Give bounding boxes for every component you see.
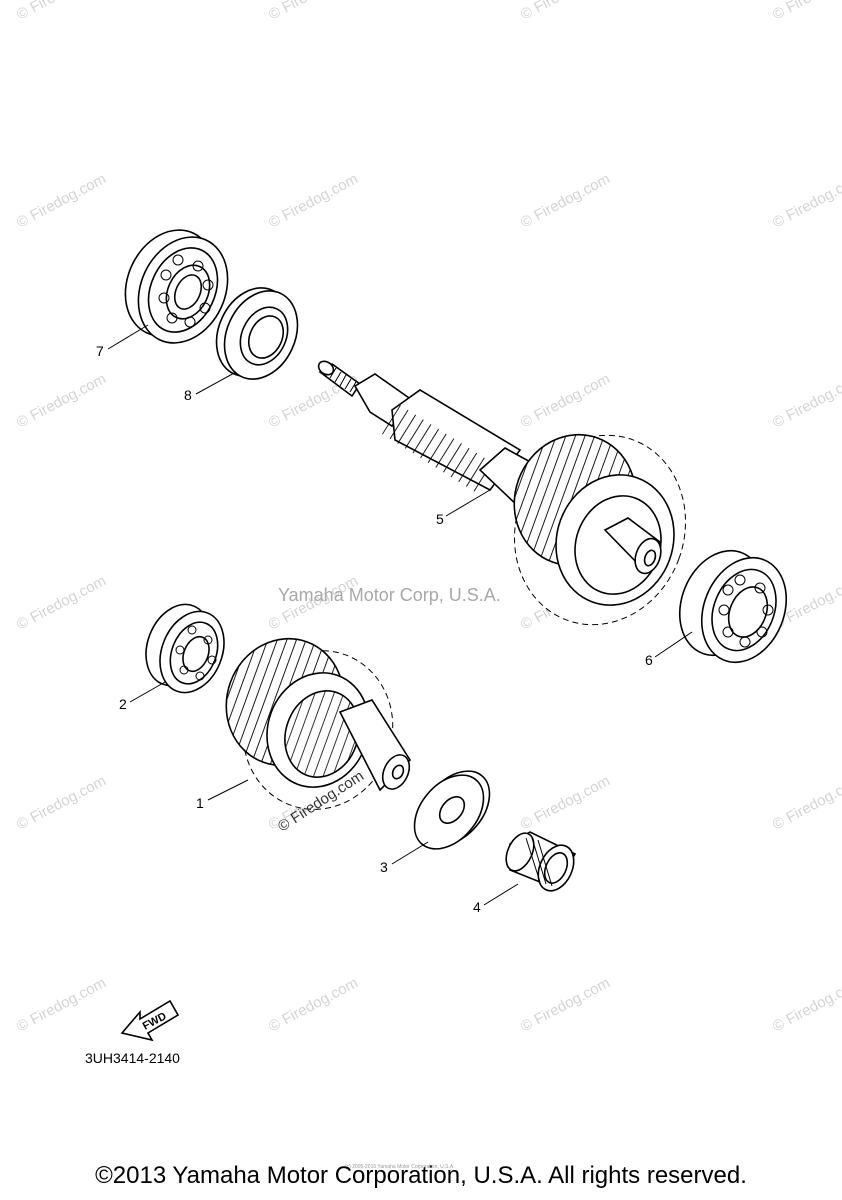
part-1-gear[interactable] [209, 622, 415, 830]
callout-7[interactable]: 7 [96, 343, 104, 359]
watermark-text: © Firedog.com [518, 170, 613, 231]
watermark-text: © Firedog.com [518, 370, 613, 431]
watermark-text: © Firedog.com [770, 370, 842, 431]
watermark-text: © Firedog.com [14, 974, 109, 1035]
watermark-text: © Firedog.com [266, 170, 361, 231]
watermark-text: © Firedog.com [14, 772, 109, 833]
part-2-bearing[interactable] [134, 595, 235, 702]
copyright-notice: ©2013 Yamaha Motor Corporation, U.S.A. A… [95, 1162, 747, 1189]
watermark-text: © Firedog.com [770, 974, 842, 1035]
part-6-bearing[interactable] [665, 538, 802, 675]
callouts: 7 8 5 6 2 1 3 4 [96, 343, 653, 915]
part-8-bearing[interactable] [203, 276, 312, 391]
center-watermark: Yamaha Motor Corp, U.S.A. [278, 585, 501, 605]
diagram-code: 3UH3414-2140 [85, 1050, 180, 1066]
tiny-copyright-line: (c) 2005-2015 Yamaha Motor Corporation, … [345, 1164, 455, 1170]
watermark-text: © Firedog.com [518, 974, 613, 1035]
watermark-text: © Firedog.com [266, 0, 361, 24]
part-4-needle-bearing[interactable] [501, 829, 581, 897]
watermark-grid: © Firedog.com © Firedog.com © Firedog.com ©… [14, 0, 842, 1036]
watermark-text: © Firedog.com [14, 0, 109, 24]
callout-3[interactable]: 3 [380, 859, 388, 875]
watermark-text: © Firedog.com [770, 170, 842, 231]
part-3-washer[interactable] [401, 758, 504, 862]
callout-6[interactable]: 6 [645, 652, 653, 668]
watermark-text: © Firedog.com [14, 572, 109, 633]
watermark-text: © Firedog.com [770, 0, 842, 24]
watermark-text: © Firedog.com [266, 974, 361, 1035]
watermark-text: © Firedog.com [518, 772, 613, 833]
callout-4[interactable]: 4 [473, 899, 481, 915]
callout-5[interactable]: 5 [436, 511, 444, 527]
fwd-arrow-icon: FWD [120, 999, 180, 1042]
watermark-text: © Firedog.com [14, 170, 109, 231]
callout-2[interactable]: 2 [119, 696, 127, 712]
watermark-text: © Firedog.com [518, 0, 613, 24]
leader-lines [107, 324, 693, 906]
part-7-bearing[interactable] [109, 215, 245, 357]
callout-8[interactable]: 8 [184, 387, 192, 403]
watermark-text: © Firedog.com [770, 772, 842, 833]
callout-1[interactable]: 1 [196, 795, 204, 811]
watermark-text: © Firedog.com [14, 370, 109, 431]
part-5-axle-gear[interactable] [316, 358, 712, 648]
